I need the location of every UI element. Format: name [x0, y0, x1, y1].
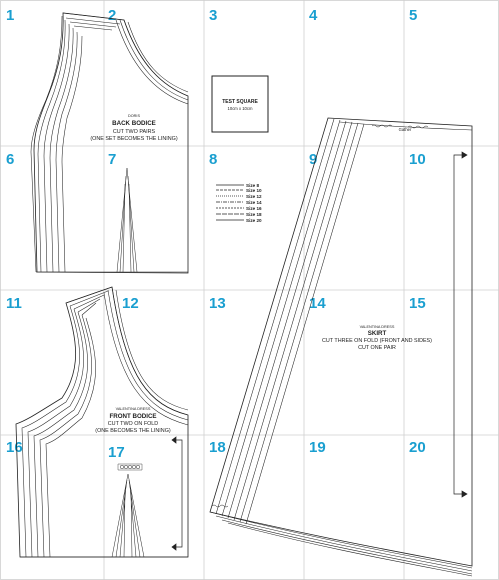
front-bodice-name: VALENTINA DRESS	[116, 407, 151, 411]
test-square-dimensions: 10cm x 10cm	[228, 106, 253, 111]
page-number: 20	[409, 439, 426, 456]
page-number: 1	[6, 7, 14, 24]
back-bodice-lining-note: (ONE SET BECOMES THE LINING)	[90, 136, 177, 142]
back-bodice-label: DORIS BACK BODICE CUT TWO PAIRS (ONE SET…	[90, 114, 177, 142]
size-legend-item: Size 18	[246, 212, 262, 217]
test-square: TEST SQUARE 10cm x 10cm	[211, 75, 269, 133]
back-bodice-name: DORIS	[128, 114, 140, 118]
size-legend-item: Size 16	[246, 206, 262, 211]
front-bodice-title: FRONT BODICE	[109, 413, 156, 420]
page-number: 19	[309, 439, 326, 456]
page-number: 10	[409, 151, 426, 168]
page-number: 6	[6, 151, 14, 168]
test-square-title: TEST SQUARE	[222, 99, 258, 105]
back-bodice-dart	[116, 167, 138, 273]
front-bodice-fold-arrow	[171, 436, 183, 551]
skirt-piece	[209, 117, 473, 577]
page-number: 18	[209, 439, 226, 456]
skirt-fold-arrow	[453, 151, 468, 498]
front-bodice-piece	[15, 286, 189, 558]
page-number: 15	[409, 295, 426, 312]
size-legend-item: Size 20	[246, 218, 262, 223]
page-numbers: 1 2 3 4 5 6 7 8 9 10 11 12 13 14 15 16 1…	[6, 7, 426, 461]
page-number: 16	[6, 439, 23, 456]
size-legend-item: Size 10	[246, 188, 262, 193]
size-legend-labels: Size 8 Size 10 Size 12 Size 14 Size 16 S…	[246, 183, 262, 223]
size-legend-item: Size 8	[246, 183, 259, 188]
page-number: 12	[122, 295, 139, 312]
page-number: 4	[309, 7, 318, 24]
skirt-gather-label: Gather	[399, 127, 412, 132]
size-legend	[216, 184, 244, 221]
page-number: 5	[409, 7, 417, 24]
front-bodice-dart	[111, 463, 145, 558]
size-legend-item: Size 12	[246, 194, 262, 199]
back-bodice-title: BACK BODICE	[112, 120, 156, 127]
page-number: 2	[108, 7, 116, 24]
skirt-gather-marks	[211, 124, 429, 508]
front-bodice-lining-note: (ONE BECOMES THE LINING)	[95, 428, 171, 434]
page-number: 17	[108, 444, 125, 461]
back-bodice-piece	[30, 12, 189, 274]
page-number: 7	[108, 151, 116, 168]
page-number: 14	[309, 295, 326, 312]
page-number: 13	[209, 295, 226, 312]
skirt-title: SKIRT	[368, 330, 387, 337]
front-bodice-cut: CUT TWO ON FOLD	[108, 421, 159, 427]
skirt-cut-fold: CUT THREE ON FOLD (FRONT AND SIDES)	[322, 338, 432, 344]
page-number: 3	[209, 7, 217, 24]
page-number: 9	[309, 151, 317, 168]
size-legend-item: Size 14	[246, 200, 262, 205]
back-bodice-cut: CUT TWO PAIRS	[113, 129, 156, 135]
skirt-name: VALENTINA DRESS	[360, 325, 395, 329]
front-bodice-label: VALENTINA DRESS FRONT BODICE CUT TWO ON …	[95, 407, 171, 434]
skirt-label: VALENTINA DRESS SKIRT CUT THREE ON FOLD …	[322, 325, 432, 351]
skirt-cut-pair: CUT ONE PAIR	[358, 345, 396, 351]
page-number: 11	[6, 295, 22, 312]
page-number: 8	[209, 151, 217, 168]
